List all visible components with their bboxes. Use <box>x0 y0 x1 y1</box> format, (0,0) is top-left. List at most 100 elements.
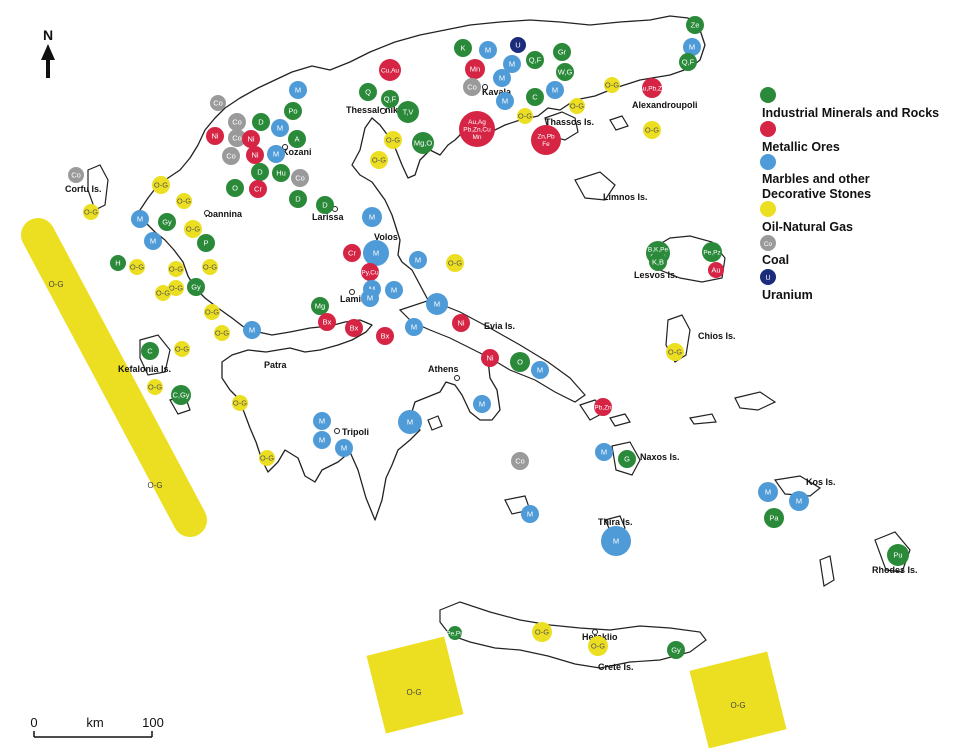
place-label-crete: Crete Is. <box>598 662 634 672</box>
deposit-label: O-G <box>260 454 274 463</box>
deposit-label: Ni <box>457 319 464 328</box>
deposit-marker-marbles: M <box>313 431 331 449</box>
samothraki-island <box>609 115 629 131</box>
legend-label-line2: Decorative Stones <box>762 187 871 201</box>
place-label-larissa: Larissa <box>312 212 345 222</box>
deposit-label: Co <box>213 99 223 108</box>
deposit-label: M <box>509 60 515 69</box>
deposit-marker-marbles: M <box>385 281 403 299</box>
deposit-marker-industrial: O <box>226 179 244 197</box>
deposit-circle <box>546 81 564 99</box>
deposit-circle <box>595 443 613 461</box>
deposit-circle <box>510 352 530 372</box>
ikaria-island <box>688 413 717 425</box>
deposit-label: Py,Cu <box>361 269 379 276</box>
deposit-label: O-G <box>535 628 549 637</box>
deposit-label: G <box>624 455 630 464</box>
deposit-circle <box>222 147 240 165</box>
deposit-marker-marbles: M <box>758 482 778 502</box>
deposit-marker-industrial: Mg,O <box>412 132 434 154</box>
deposit-marker-coal: Co <box>511 452 529 470</box>
deposit-label: M <box>527 510 533 519</box>
deposit-label: D <box>258 118 264 127</box>
deposit-circle <box>267 145 285 163</box>
deposit-label: W,G <box>558 68 573 77</box>
deposit-circle <box>381 90 399 108</box>
limnos-island <box>574 171 616 201</box>
deposit-marker-industrial: D <box>252 113 270 131</box>
north-label: N <box>43 27 53 43</box>
deposit-label: Ni <box>486 354 493 363</box>
deposit-marker-metallic: Ni <box>206 127 224 145</box>
deposit-label: O-G <box>605 81 619 90</box>
deposit-marker-coal: Co <box>210 95 226 111</box>
deposit-marker-industrial: Pe,Pu <box>446 626 464 640</box>
offshore-zone-crete-east <box>689 651 787 749</box>
deposit-marker-coal: Co <box>222 147 240 165</box>
deposit-circle <box>398 410 422 434</box>
deposit-marker-oil-gas: O-G <box>666 343 684 361</box>
city-dot <box>282 144 288 150</box>
deposit-label: T,V <box>403 108 414 117</box>
deposit-label: Co <box>232 118 242 127</box>
deposit-circle <box>405 318 423 336</box>
deposit-label: O-G <box>372 156 386 165</box>
deposit-circle <box>604 77 620 93</box>
deposit-circle <box>361 263 379 281</box>
deposit-circle <box>594 398 612 416</box>
deposit-marker-industrial: Q,F <box>526 51 544 69</box>
city-dot <box>349 289 355 295</box>
deposit-marker-marbles: M <box>503 55 521 73</box>
deposit-circle <box>679 53 697 71</box>
deposit-label: O-G <box>156 289 170 298</box>
deposit-marker-marbles: M <box>479 41 497 59</box>
deposit-marker-marbles: M <box>144 232 162 250</box>
deposit-marker-marbles: M <box>335 439 353 457</box>
deposit-circle <box>376 327 394 345</box>
deposit-circle <box>242 130 260 148</box>
deposit-marker-industrial: K <box>454 39 472 57</box>
deposit-label: M <box>601 448 607 457</box>
deposit-marker-industrial: T,V <box>397 101 419 123</box>
deposit-label: M <box>319 417 325 426</box>
place-label-tripoli: Tripoli <box>342 427 369 437</box>
deposit-marker-industrial: D <box>251 163 269 181</box>
place-label-alexandroupoli: Alexandroupoli <box>632 100 698 110</box>
deposit-label: Bx <box>323 318 332 327</box>
deposit-label: O-G <box>591 642 605 651</box>
deposit-circle <box>272 164 290 182</box>
deposit-marker-oil-gas: O-G <box>259 450 275 466</box>
deposit-marker-oil-gas: O-G <box>604 77 620 93</box>
legend-label: Uranium <box>762 288 813 302</box>
deposit-circle <box>311 297 329 315</box>
deposit-label: M <box>552 86 558 95</box>
deposit-marker-marbles: M <box>363 240 389 266</box>
deposit-marker-coal: Co <box>463 78 481 96</box>
place-label-kos: Kos Is. <box>806 477 836 487</box>
deposit-circle <box>345 319 363 337</box>
deposit-marker-metallic: Ni <box>246 146 264 164</box>
karpathos-island <box>819 555 835 587</box>
deposit-marker-oil-gas: O-G <box>202 259 218 275</box>
deposit-label: Pe,Pz <box>703 249 720 256</box>
deposit-circle <box>246 146 264 164</box>
offshore-zones: O-G O-G O-G O-G <box>21 218 787 749</box>
deposit-circle <box>129 259 145 275</box>
place-label-thira: Thira Is. <box>598 517 633 527</box>
deposit-circle <box>532 622 552 642</box>
aegina-island <box>427 415 443 431</box>
deposit-circle <box>452 314 470 332</box>
offshore-zone-label: O-G <box>48 280 63 289</box>
deposit-marker-oil-gas: O-G <box>204 304 220 320</box>
deposit-label: M <box>391 286 397 295</box>
deposit-circle <box>152 176 170 194</box>
offshore-zone-label: O-G <box>406 688 421 697</box>
north-arrow: N <box>41 27 55 78</box>
deposit-label: M <box>367 294 373 303</box>
deposit-label: M <box>273 150 279 159</box>
deposit-marker-industrial: Gy <box>158 213 176 231</box>
deposit-circle <box>385 281 403 299</box>
deposit-circle <box>686 16 704 34</box>
deposit-circle <box>643 121 661 139</box>
deposit-circle <box>284 102 302 120</box>
